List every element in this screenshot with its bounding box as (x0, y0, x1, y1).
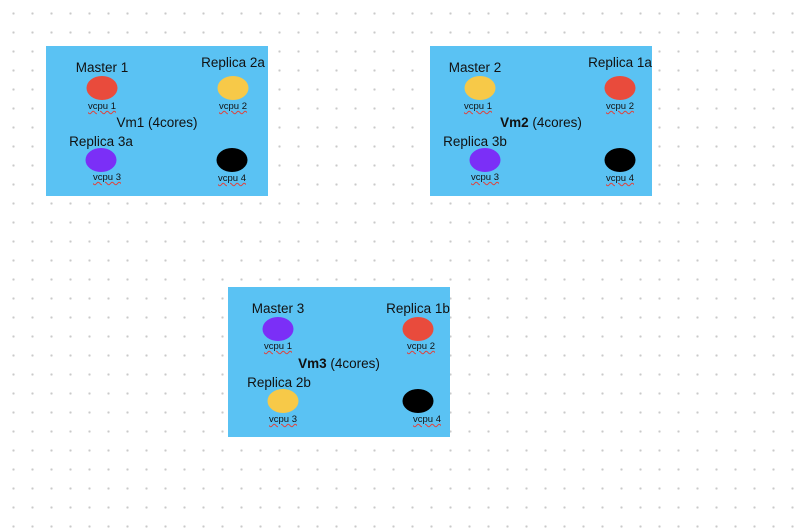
vcpu-1-dot (262, 317, 294, 341)
vm1-box[interactable]: Master 1 vcpu 1 Replica 2a vcpu 2 Vm1 (4… (46, 46, 268, 196)
slot-label: Replica 1a (588, 55, 652, 70)
vm-name: Vm3 (298, 356, 327, 371)
vcpu-1-label: vcpu 1 (264, 341, 292, 352)
slot-label: Replica 3b (443, 134, 507, 149)
vcpu-2-label: vcpu 2 (407, 341, 435, 352)
vm-cores: (4cores) (330, 356, 380, 371)
vcpu-3-dot (85, 148, 117, 172)
vm-title: Vm1 (4cores) (116, 115, 197, 130)
slot-label: Replica 1b (386, 301, 450, 316)
vm-name: Vm2 (500, 115, 529, 130)
vm3-box[interactable]: Master 3 vcpu 1 Replica 1b vcpu 2 Vm3 (4… (228, 287, 450, 437)
vcpu-3-label: vcpu 3 (471, 172, 499, 183)
slot-label: Master 1 (75, 60, 129, 75)
slot-label: Replica 2a (201, 55, 265, 70)
vcpu-1-dot (86, 76, 118, 100)
slot-label: Replica 3a (69, 134, 133, 149)
vcpu-2-dot (402, 317, 434, 341)
vm-title: Vm3 (4cores) (298, 356, 380, 371)
slot-label: Replica 2b (247, 375, 311, 390)
vm-cores: (4cores) (532, 115, 582, 130)
vm-name: Vm1 (116, 115, 145, 130)
vcpu-4-dot (402, 389, 434, 413)
slot-label: Master 2 (448, 60, 502, 75)
vm-title: Vm2 (4cores) (500, 115, 582, 130)
vcpu-1-label: vcpu 1 (464, 101, 492, 112)
vcpu-1-label: vcpu 1 (88, 101, 116, 112)
vcpu-4-label: vcpu 4 (218, 173, 246, 184)
vcpu-3-dot (469, 148, 501, 172)
vcpu-2-dot (217, 76, 249, 100)
slot-label: Master 3 (251, 301, 305, 316)
vcpu-4-label: vcpu 4 (413, 414, 441, 425)
vcpu-3-dot (267, 389, 299, 413)
vcpu-3-label: vcpu 3 (93, 172, 121, 183)
vcpu-4-label: vcpu 4 (606, 173, 634, 184)
vcpu-4-dot (604, 148, 636, 172)
vcpu-4-dot (216, 148, 248, 172)
vm2-box[interactable]: Master 2 vcpu 1 Replica 1a vcpu 2 Vm2 (4… (430, 46, 652, 196)
vcpu-3-label: vcpu 3 (269, 414, 297, 425)
vcpu-1-dot (464, 76, 496, 100)
vm-cores: (4cores) (148, 115, 198, 130)
vcpu-2-label: vcpu 2 (219, 101, 247, 112)
vcpu-2-label: vcpu 2 (606, 101, 634, 112)
vcpu-2-dot (604, 76, 636, 100)
